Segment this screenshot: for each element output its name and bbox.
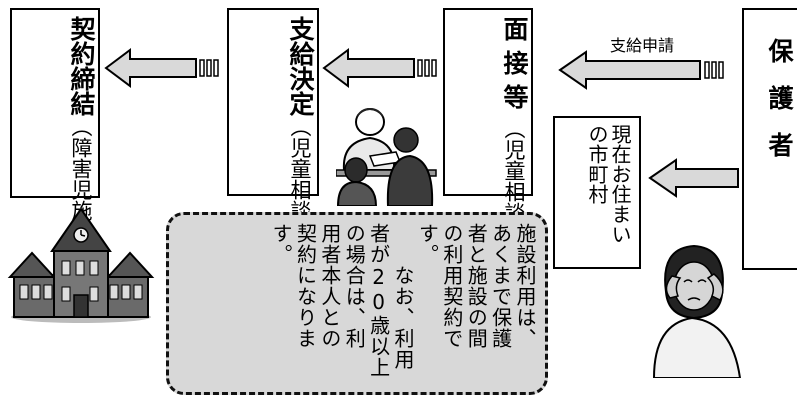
city-line2: の市町村 bbox=[585, 124, 609, 204]
note-box: 施設利用は、 あくまで保護 者と施設の間 の利用契約で す。 なお、利用 者が2… bbox=[166, 212, 548, 395]
interview-box: 面接等（児童相談所） bbox=[443, 8, 533, 265]
city-line1: 現在お住まい bbox=[608, 124, 632, 244]
decision-title: 支給決定 bbox=[286, 16, 315, 116]
arrow-left-3 bbox=[558, 50, 724, 90]
arrow-left-4 bbox=[648, 158, 739, 198]
worried-woman-illustration bbox=[652, 244, 742, 378]
meeting-people-illustration bbox=[336, 108, 437, 206]
arrow-left-2 bbox=[322, 48, 437, 88]
note-text: 施設利用は、 あくまで保護 者と施設の間 の利用契約で す。 なお、利用 者が2… bbox=[269, 223, 537, 378]
arrow-left-1 bbox=[104, 48, 219, 88]
guardian-box: 保護者 bbox=[742, 8, 797, 270]
decision-box: 支給決定（児童相談所） bbox=[227, 8, 319, 263]
contract-title: 契約締結 bbox=[67, 16, 96, 116]
interview-title: 面接等 bbox=[500, 16, 529, 118]
city-box: 現在お住まいの市町村 bbox=[553, 116, 641, 269]
contract-box: 契約締結（障害児施設） bbox=[10, 8, 100, 263]
guardian-title: 保護者 bbox=[765, 38, 794, 179]
application-label: 支給申請 bbox=[610, 36, 675, 55]
building-illustration bbox=[7, 207, 155, 323]
